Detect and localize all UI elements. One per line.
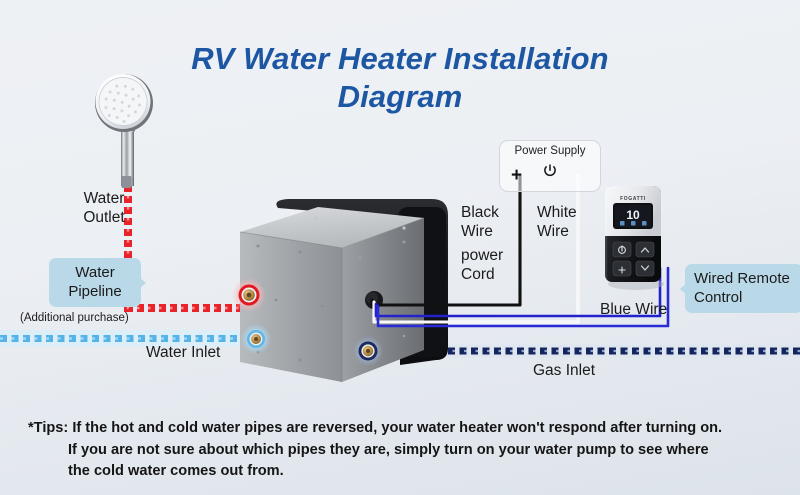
hot-water-pipe — [124, 185, 244, 312]
page-title: RV Water Heater Installation Diagram — [0, 40, 800, 116]
title-line-1: RV Water Heater Installation — [191, 41, 609, 76]
tips-line-3: the cold water comes out from. — [68, 463, 284, 479]
water-heater-unit — [239, 199, 448, 382]
tips-line-1: *Tips: If the hot and cold water pipes a… — [28, 420, 723, 436]
blue-wire — [374, 266, 670, 328]
tips-line-2: If you are not sure about which pipes th… — [68, 441, 709, 458]
power-plus-terminal: + — [511, 165, 523, 186]
gas-inlet-port — [353, 336, 383, 366]
shower-head-icon — [95, 74, 153, 188]
wired-remote-control-callout: Wired Remote Control — [680, 264, 800, 313]
water-pipeline-callout: Water Pipeline — [49, 258, 146, 307]
gas-inlet-label: Gas Inlet — [533, 362, 596, 379]
cold-water-port — [241, 324, 271, 354]
cold-water-pipe — [0, 330, 262, 347]
tips-block: *Tips: If the hot and cold water pipes a… — [28, 418, 776, 483]
hot-water-port — [232, 278, 266, 312]
power-cord-label: power Cord — [461, 247, 504, 283]
power-supply-label: Power Supply — [514, 145, 586, 157]
title-line-2: Diagram — [337, 79, 463, 114]
blue-wire-label: Blue Wire — [600, 301, 668, 318]
additional-purchase-note: (Additional purchase) — [20, 312, 129, 324]
remote-brand-text: FOGATTI — [620, 196, 646, 202]
power-icon — [544, 164, 556, 177]
water-outlet-label: Water Outlet — [83, 190, 125, 226]
remote-display-value: 10 — [626, 208, 640, 222]
white-wire — [372, 174, 580, 324]
black-wire — [370, 174, 522, 307]
power-supply-panel: Power Supply — [499, 140, 601, 192]
white-wire-label: White Wire — [537, 204, 577, 240]
remote-control-device[interactable]: FOGATTI 10 — [605, 186, 664, 290]
remote-buttons — [612, 241, 655, 277]
black-wire-label: Black Wire — [461, 204, 499, 240]
water-inlet-label: Water Inlet — [146, 344, 221, 361]
